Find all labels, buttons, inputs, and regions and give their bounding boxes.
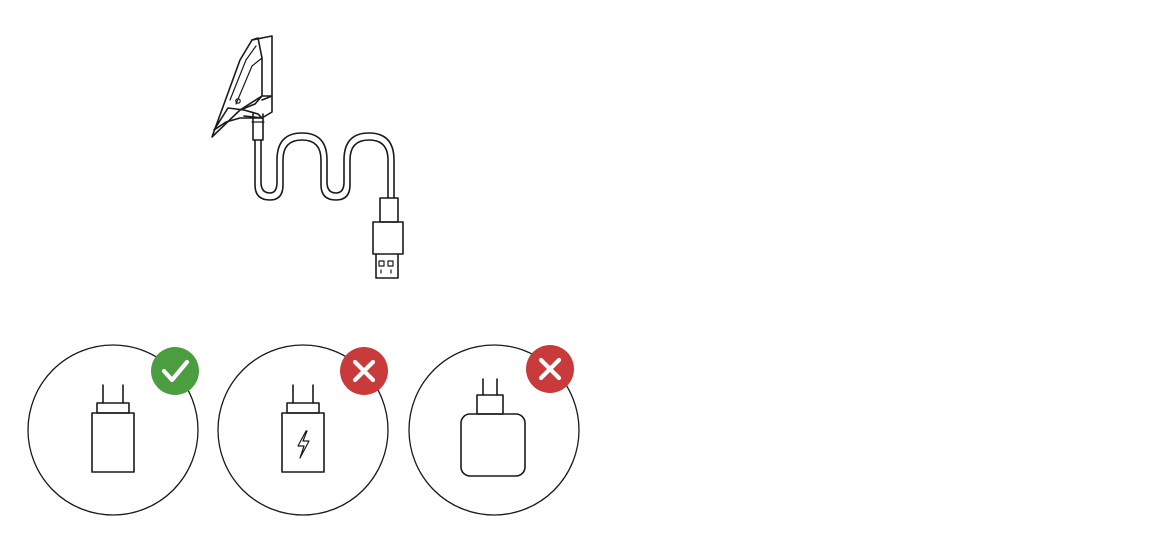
adapter-standard <box>27 344 199 516</box>
check-icon <box>161 359 190 383</box>
alligator-clip-usb-cable-icon <box>211 35 404 279</box>
standard-usb-wall-charger-icon <box>91 384 135 473</box>
cross-icon <box>538 357 562 381</box>
adapter-large-power <box>408 344 580 516</box>
large-power-adapter-icon <box>460 378 526 477</box>
fast-charger-lightning-icon <box>281 384 325 473</box>
cross-badge <box>340 347 388 395</box>
cross-icon <box>352 359 376 383</box>
cross-badge <box>526 345 574 393</box>
check-badge <box>151 347 199 395</box>
adapter-fast-charger <box>217 344 389 516</box>
